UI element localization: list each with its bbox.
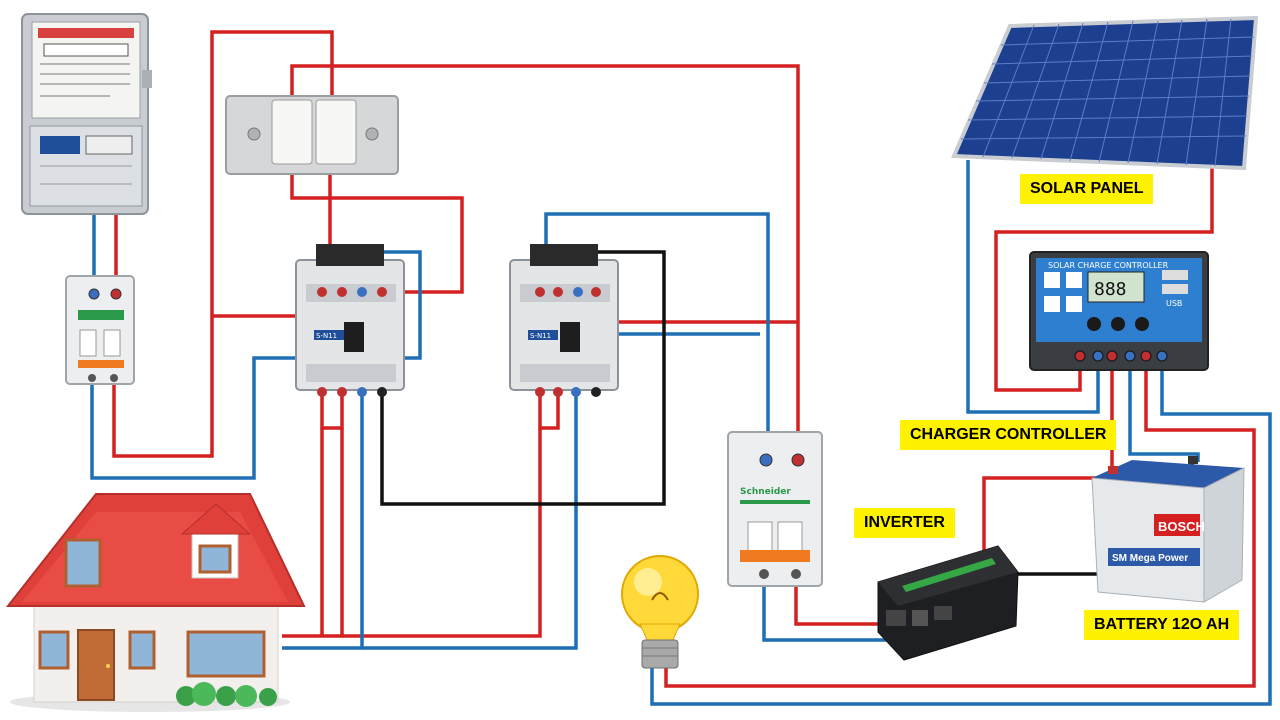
blue-wires (90, 160, 1272, 706)
breaker-right: Schneider (727, 431, 823, 587)
breaker-brand: Schneider (740, 487, 791, 497)
light-bulb (621, 555, 699, 669)
contactor2-model: S-N11 (530, 332, 551, 340)
label-inverter: INVERTER (854, 508, 955, 538)
wire-contactor1-out-a (320, 395, 344, 430)
wire-breaker-to-inverter-neutral (762, 575, 890, 642)
wire-panel-to-controller-neutral (966, 160, 1100, 414)
wire-controller-to-bulb-neutral (650, 358, 1272, 706)
house (5, 493, 306, 712)
contactor-2: S-N11 (509, 244, 619, 397)
label-solar-panel: SOLAR PANEL (1020, 174, 1154, 204)
solar-panel (951, 15, 1259, 171)
wire-panel-to-controller (994, 168, 1214, 392)
battery: BOSCH SM Mega Power (1091, 456, 1245, 603)
energy-meter (21, 13, 152, 215)
mcb-left (65, 275, 135, 385)
battery-brand: BOSCH (1158, 519, 1205, 534)
wire-contactor2-out (538, 395, 560, 430)
wire-contactor2-to-house (342, 428, 542, 638)
wire-controller-to-bulb (664, 358, 1256, 688)
wire-controller-to-battery-neutral (1128, 358, 1200, 462)
red-wires (112, 30, 1256, 688)
double-switch (225, 95, 399, 175)
wire-coil-interlock (380, 250, 666, 506)
controller-title: SOLAR CHARGE CONTROLLER (1048, 261, 1169, 270)
charge-controller: SOLAR CHARGE CONTROLLER 888 USB (1029, 251, 1209, 371)
inverter (877, 545, 1019, 661)
controller-usb: USB (1166, 299, 1182, 308)
battery-model: SM Mega Power (1112, 553, 1188, 564)
controller-terminals (1074, 350, 1168, 362)
contactor1-model: S-N11 (316, 332, 337, 340)
wire-mcb-to-contactor-neutral (90, 250, 422, 480)
wire-contactor2-neutral-top (544, 212, 770, 460)
label-battery: BATTERY 12O AH (1084, 610, 1240, 640)
wire-contactor2-neutral-out (362, 395, 578, 650)
label-charger-controller: CHARGER CONTROLLER (900, 420, 1117, 450)
wire-breaker-to-inverter (794, 575, 890, 626)
wire-switch-to-contactor1-aux (290, 172, 464, 294)
wire-switch-top-loop (290, 64, 800, 460)
contactor-1: S-N11 (295, 244, 405, 397)
controller-display: 888 (1094, 279, 1127, 300)
wire-mcb-to-switch-live (112, 30, 334, 458)
